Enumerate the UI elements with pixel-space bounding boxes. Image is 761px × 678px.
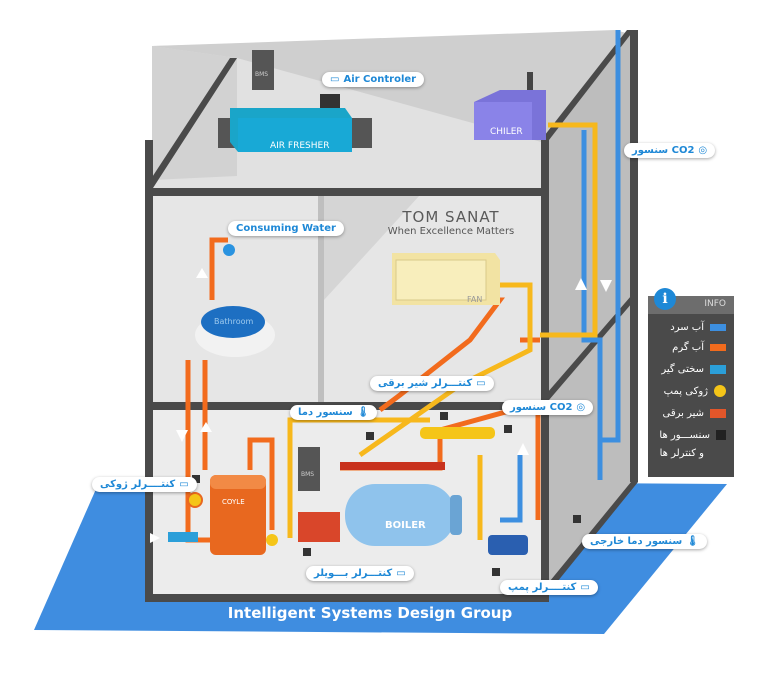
sensor-icon bbox=[716, 430, 726, 440]
bms-label-top: BMS bbox=[255, 71, 268, 78]
hot-water-swatch bbox=[710, 343, 726, 351]
legend-label-controllers: و کنترلر ها bbox=[659, 447, 704, 459]
legend-item-sensors: سنســـور ها bbox=[654, 426, 726, 444]
water-softener-icon bbox=[710, 364, 726, 374]
jockey-pump-icon-2 bbox=[266, 534, 278, 546]
legend-label-softener: سختی گیر bbox=[661, 363, 704, 375]
legend-item-valve: شیر برقی bbox=[654, 404, 726, 422]
jockey-pump-legend-icon bbox=[714, 385, 726, 397]
legend-item-controllers: و کنترلر ها bbox=[654, 444, 726, 462]
water-softener bbox=[168, 532, 198, 542]
flow-arrows bbox=[150, 268, 612, 543]
info-legend: INFO i آب سرد آب گرم سختی گیر ژوکی پمپ ش… bbox=[648, 288, 734, 477]
valve-controller-callout: کنتـــرلر شیر برقی ▭ bbox=[370, 376, 494, 391]
temp-sensor-callout: سنسور دما 🌡 bbox=[290, 405, 378, 420]
legend-item-hot: آب گرم bbox=[654, 338, 726, 356]
fan-coil-unit bbox=[392, 253, 500, 305]
bathtub bbox=[195, 306, 275, 357]
outdoor-temp-callout: سنسور دما خارجی 🌡 bbox=[582, 534, 707, 549]
right-wall bbox=[545, 34, 637, 590]
boiler-unit bbox=[345, 484, 462, 546]
legend-label-hot: آب گرم bbox=[672, 341, 704, 353]
air-fresher-unit bbox=[218, 94, 372, 152]
coyle-label: COYLE bbox=[222, 498, 245, 506]
consuming-water-callout: Consuming Water bbox=[228, 221, 344, 236]
thermometer-icon: 🌡 bbox=[356, 407, 370, 418]
legend-item-jockey: ژوکی پمپ bbox=[654, 382, 726, 400]
co2-sensor-icon-2: ◎ bbox=[576, 402, 586, 413]
shower-head-icon bbox=[223, 244, 235, 256]
co2-sensor-top-callout: سنسور CO2 ◎ bbox=[624, 143, 716, 158]
fan-label: FAN bbox=[467, 295, 482, 304]
co2-sensor-top-label: سنسور CO2 bbox=[632, 145, 695, 156]
bms-label-mid: BMS bbox=[301, 471, 314, 478]
co2-sensor-icon: ◎ bbox=[698, 145, 708, 156]
temp-sensor-label: سنسور دما bbox=[298, 407, 353, 418]
boiler-controller-callout: کنتـــرلر بـــویلر ▭ bbox=[306, 566, 414, 581]
interior-divider-wall bbox=[318, 195, 324, 403]
monitor-icon-4: ▭ bbox=[396, 568, 406, 579]
monitor-icon-5: ▭ bbox=[580, 582, 590, 593]
footer-title: Intelligent Systems Design Group bbox=[227, 604, 513, 622]
chiller-unit bbox=[474, 72, 546, 140]
legend-label-valve: شیر برقی bbox=[662, 407, 704, 419]
legend-label-cold: آب سرد bbox=[670, 321, 704, 333]
monitor-icon-2: ▭ bbox=[476, 378, 486, 389]
hot-manifold bbox=[340, 462, 445, 470]
sensor-boxes bbox=[192, 412, 581, 576]
yellow-pipes bbox=[287, 122, 598, 540]
valve-controller-label: کنتـــرلر شیر برقی bbox=[378, 378, 473, 389]
jockey-controller-label: کنتــــرلر ژوکی bbox=[100, 479, 176, 490]
co2-sensor-mid-label: سنسور CO2 bbox=[510, 402, 573, 413]
air-controler-label: Air Controler bbox=[343, 74, 417, 85]
legend-label-jockey: ژوکی پمپ bbox=[663, 385, 708, 397]
legend-item-softener: سختی گیر bbox=[654, 360, 726, 378]
floor-1-shadow bbox=[324, 195, 420, 300]
pump-controller-label: کنتــــرلر پمپ bbox=[508, 582, 577, 593]
monitor-icon-3: ▭ bbox=[179, 479, 189, 490]
jockey-controller-callout: کنتــــرلر ژوکی ▭ bbox=[92, 477, 197, 492]
tom-sanat-logo: TOM SANAT When Excellence Matters bbox=[386, 208, 516, 237]
boiler-burner bbox=[298, 512, 340, 542]
brand-tagline: When Excellence Matters bbox=[387, 226, 515, 237]
air-controler-callout: ▭ Air Controler bbox=[322, 72, 425, 87]
cold-water-pipes bbox=[500, 30, 621, 523]
cold-water-swatch bbox=[710, 323, 726, 331]
info-icon: i bbox=[654, 288, 676, 310]
air-fresher-label: AIR FRESHER bbox=[270, 141, 329, 151]
coyle-tank bbox=[210, 475, 266, 555]
jockey-pump-icon bbox=[187, 492, 203, 508]
bms-panel-top bbox=[252, 50, 274, 90]
monitor-icon: ▭ bbox=[330, 74, 340, 85]
yellow-header bbox=[420, 427, 495, 439]
chiller-label: CHILER bbox=[490, 127, 523, 137]
consuming-water-label: Consuming Water bbox=[236, 223, 336, 234]
boiler-controller-label: کنتـــرلر بـــویلر bbox=[314, 568, 393, 579]
outdoor-temp-label: سنسور دما خارجی bbox=[590, 536, 683, 547]
legend-label-sensors: سنســـور ها bbox=[659, 429, 710, 441]
boiler-label: BOILER bbox=[385, 520, 426, 531]
thermometer-icon-2: 🌡 bbox=[686, 536, 699, 547]
pump-controller-callout: کنتــــرلر پمپ ▭ bbox=[500, 580, 598, 595]
brand-name: TOM SANAT bbox=[402, 208, 500, 226]
legend-item-cold: آب سرد bbox=[654, 318, 726, 336]
solenoid-valve-icon bbox=[710, 408, 726, 418]
co2-sensor-mid-callout: سنسور CO2 ◎ bbox=[502, 400, 594, 415]
circulation-pump bbox=[488, 535, 528, 555]
bathroom-label: Bathroom bbox=[214, 317, 254, 326]
bms-panel-mid bbox=[298, 447, 320, 491]
